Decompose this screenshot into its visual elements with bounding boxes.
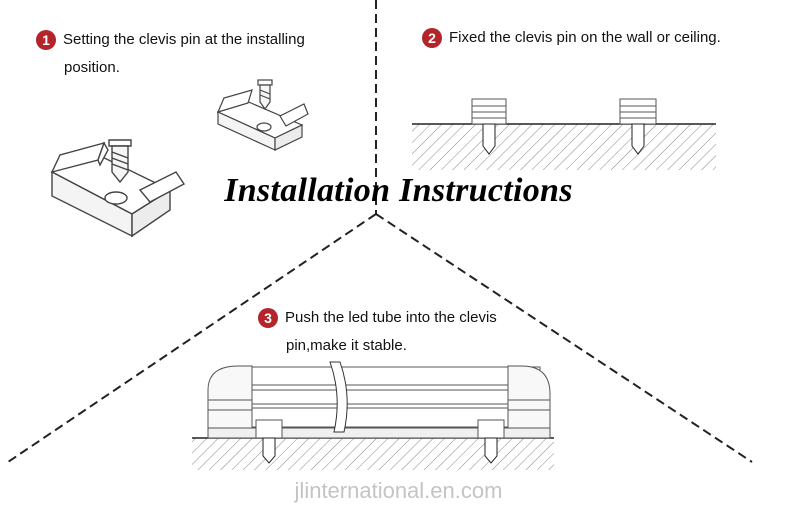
bracket-small-illustration (216, 79, 309, 151)
bracket-large-illustration (50, 139, 186, 238)
step-2-text-line1: Fixed the clevis pin on the wall or ceil… (449, 29, 721, 46)
step-1-text-line1: Setting the clevis pin at the installing (63, 31, 305, 48)
step-3-instruction: 3 Push the led tube into the clevis pin,m… (258, 304, 497, 360)
page-title: Installation Instructions (224, 172, 573, 209)
wall-section-illustration (412, 98, 716, 170)
step-1-badge: 1 (36, 30, 56, 51)
dashed-dividers (7, 0, 753, 463)
step-3-text-line1: Push the led tube into the clevis (285, 309, 497, 326)
step-2-badge: 2 (422, 28, 442, 49)
step-3-badge: 3 (258, 308, 278, 329)
step-1-text-line2: position. (64, 59, 120, 76)
step-1-instruction: 1 Setting the clevis pin at the installin… (36, 26, 305, 82)
step-2-instruction: 2 Fixed the clevis pin on the wall or cei… (422, 24, 721, 52)
led-tube-illustration (192, 361, 554, 470)
step-3-text-line2: pin,make it stable. (286, 337, 407, 354)
watermark: jlinternational.en.com (294, 478, 503, 503)
